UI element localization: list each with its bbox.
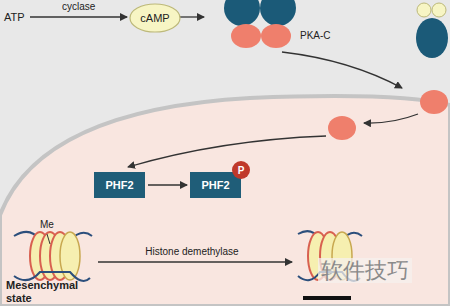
pka-c-nuclear bbox=[328, 116, 356, 140]
subunit-label: PKA-C bbox=[300, 30, 331, 42]
translocation-arrow bbox=[364, 114, 418, 123]
node-text: P bbox=[238, 165, 245, 176]
node-text: cAMP bbox=[140, 12, 169, 24]
pka-r-subunit bbox=[416, 18, 448, 58]
activation-arrow bbox=[178, 16, 204, 17]
node-text: PHF2 bbox=[201, 179, 229, 191]
demethylation-arrow bbox=[98, 261, 292, 262]
protein-box: PHF2P bbox=[190, 172, 241, 198]
camp-ellipse: cAMP bbox=[129, 3, 181, 33]
pka-c-free bbox=[420, 90, 448, 114]
protein-box: PHF2 bbox=[94, 172, 145, 198]
phospho-circle: P bbox=[232, 161, 250, 179]
methyl-leader bbox=[47, 234, 50, 244]
state-label: Mesenchymal state bbox=[6, 279, 86, 305]
camp-bead bbox=[432, 3, 446, 17]
enzyme-label: Histone demethylase bbox=[110, 246, 274, 258]
phosphorylation-arrow bbox=[128, 136, 326, 167]
pka-r-subunit bbox=[260, 0, 296, 26]
enzyme-label: cyclase bbox=[62, 1, 95, 13]
dissociation-arrow bbox=[282, 52, 402, 88]
molecule-label: ATP bbox=[4, 11, 25, 24]
pka-c-subunit bbox=[231, 24, 261, 48]
nucleosome-left bbox=[14, 232, 92, 281]
pka-c-subunit bbox=[261, 24, 291, 48]
pka-r-subunit bbox=[224, 0, 260, 26]
pka-holoenzyme bbox=[224, 0, 296, 48]
state-bar bbox=[303, 296, 351, 300]
ellipse-shape bbox=[130, 4, 180, 32]
pka-r-camp bbox=[416, 3, 448, 58]
methyl-label: Me bbox=[40, 219, 54, 231]
node-text: PHF2 bbox=[105, 179, 133, 191]
reaction-arrow bbox=[30, 16, 127, 17]
camp-bead bbox=[417, 3, 431, 17]
connector-arrow bbox=[148, 184, 187, 185]
watermark: 软件技巧 bbox=[318, 258, 412, 283]
nucleus bbox=[0, 96, 450, 306]
